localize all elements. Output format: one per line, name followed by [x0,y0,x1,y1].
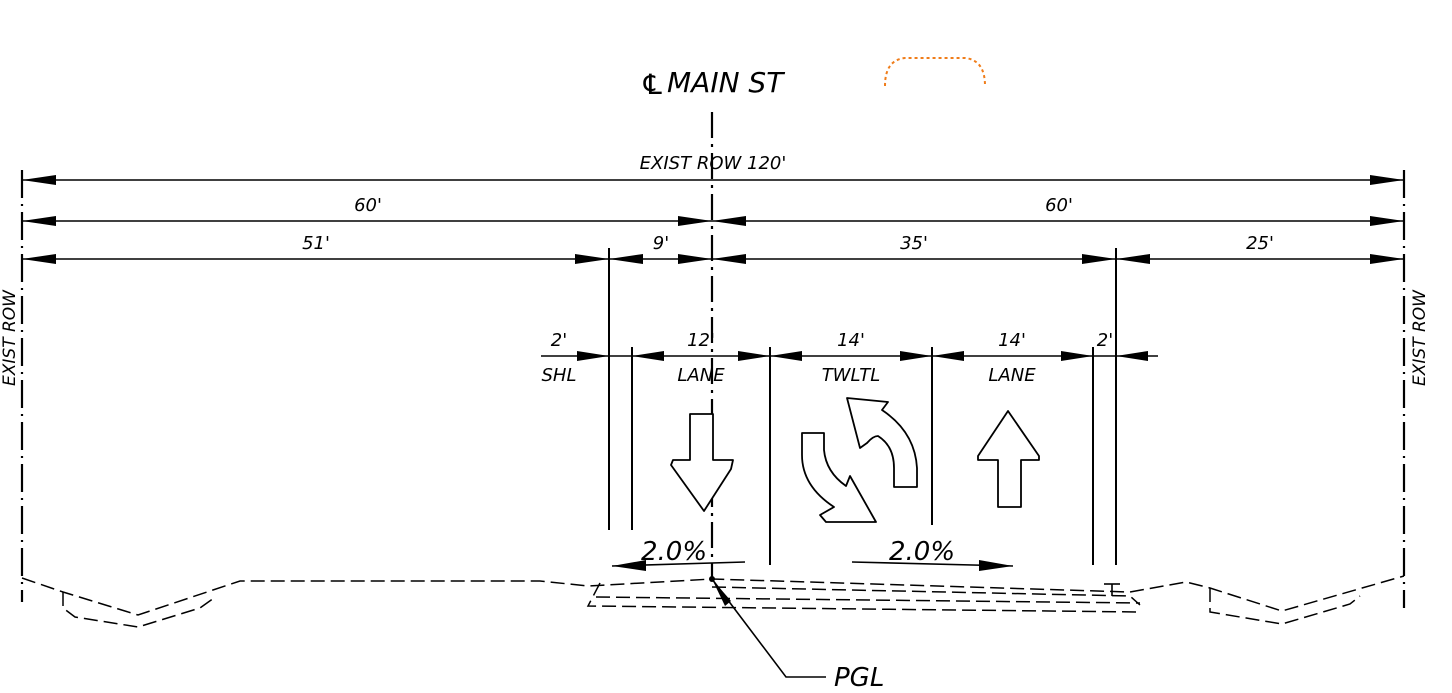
row-label-right: EXIST ROW [1410,289,1430,386]
twltl-arrows-icon [801,397,918,523]
centerline-symbol: ℄ [640,68,665,101]
cross-slope-left-label: 2.0% [641,537,707,567]
pgl-callout: PGL [709,576,884,693]
lane-label-nb: LANE [988,365,1036,386]
cross-slope-right-label: 2.0% [889,537,955,567]
lane-label-twltl: TWLTL [822,365,881,386]
dimension-right-half-label: 60' [1045,195,1073,216]
revision-cloud [884,57,986,87]
lane-label-sb: LANE [677,365,725,386]
row-label-left: EXIST ROW [0,289,20,386]
southbound-arrow-icon [670,413,734,512]
dimension-left-outer-label: 51' [302,233,330,254]
dimension-left-half-label: 60' [354,195,382,216]
dimension-row-total-label: EXIST ROW 120' [640,153,787,174]
dimension-lanes: 2' 12' 14' 14' 2' SHL LANE TWLTL LANE [541,330,1158,386]
lane-width-right-shoulder: 2' [1097,330,1113,351]
dimension-row-total: EXIST ROW 120' [22,153,1404,185]
dimension-right-outer-label: 25' [1246,233,1274,254]
northbound-arrow-icon [977,410,1040,508]
lane-label-shoulder: SHL [542,365,577,386]
existing-ground-profile [21,575,1405,628]
street-name: MAIN ST [667,66,785,99]
pavement-lines [608,248,1117,565]
lane-width-nb: 14' [998,330,1026,351]
dimension-left-inner-label: 9' [653,233,669,254]
lane-width-sb: 12' [687,330,715,351]
cross-slope-right: 2.0% [851,537,1014,571]
lane-width-shoulder: 2' [551,330,567,351]
dimension-row-halves: 60' 60' [22,195,1404,226]
dimension-right-inner-label: 35' [900,233,928,254]
pgl-label: PGL [834,663,884,693]
dimension-offsets: 51' 9' 35' 25' [22,233,1404,264]
lane-width-twltl: 14' [837,330,865,351]
cross-slope-left: 2.0% [611,537,746,571]
